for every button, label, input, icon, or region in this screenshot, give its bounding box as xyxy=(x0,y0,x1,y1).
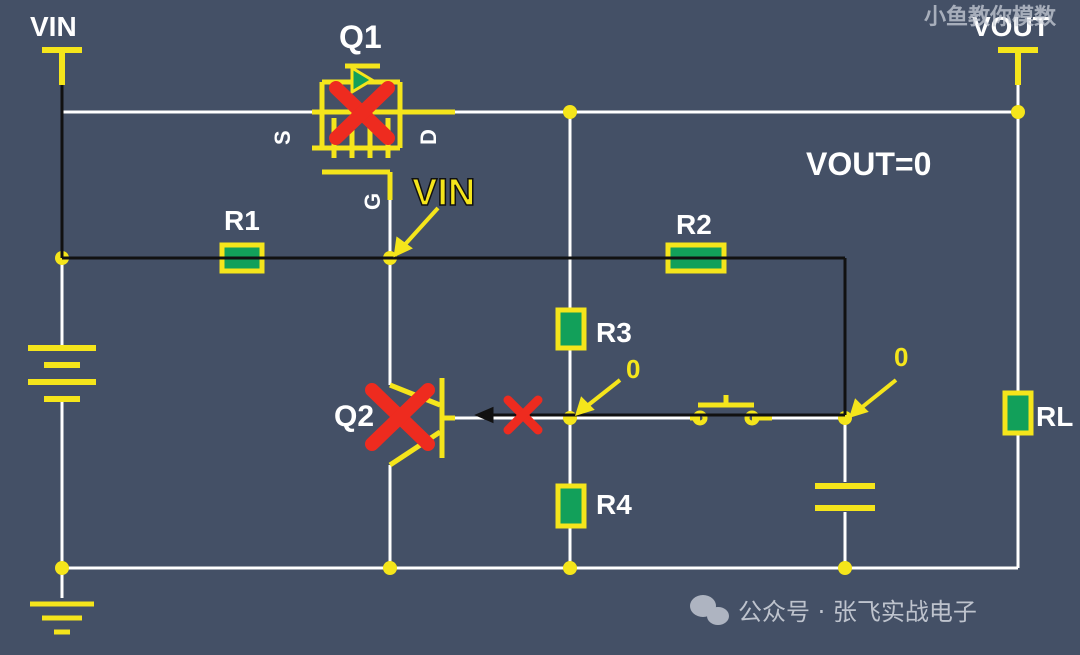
wechat-icon xyxy=(690,595,729,625)
watermark-bottom: 公众号 · 张飞实战电子 xyxy=(738,598,977,626)
r3-label: R3 xyxy=(596,317,632,348)
q2-label: Q2 xyxy=(334,400,374,433)
base-blocked-cross-icon xyxy=(503,395,543,435)
annotation-arrows xyxy=(393,206,898,419)
capacitor xyxy=(815,483,875,511)
junction-dots xyxy=(55,105,1025,575)
watermark-top: 小鱼教你模数 xyxy=(924,4,1057,30)
vout-state-label: VOUT=0 xyxy=(806,146,931,182)
rl-label: RL xyxy=(1036,401,1073,432)
push-switch xyxy=(690,395,772,426)
resistor-rl xyxy=(1002,390,1034,436)
vin-annotation: VIN xyxy=(412,172,475,214)
pin-d-label: D xyxy=(416,129,441,145)
q1-label: Q1 xyxy=(339,19,382,55)
ground-symbol xyxy=(30,601,94,635)
vout-label: VOUT xyxy=(972,11,1050,42)
resistor-r3 xyxy=(555,307,587,351)
vin-terminal xyxy=(42,47,82,85)
node-zero-right: 0 xyxy=(894,342,908,372)
r2-label: R2 xyxy=(676,209,712,240)
r4-label: R4 xyxy=(596,489,632,520)
vout-terminal xyxy=(998,47,1038,85)
r1-label: R1 xyxy=(224,205,260,236)
node-zero-mid: 0 xyxy=(626,354,640,384)
pin-s-label: S xyxy=(270,130,295,145)
pin-g-label: G xyxy=(360,193,385,210)
resistor-r4 xyxy=(555,483,587,529)
q2-disabled-cross-icon xyxy=(365,383,435,451)
battery xyxy=(28,345,96,402)
q1-disabled-cross-icon xyxy=(329,81,395,145)
current-path xyxy=(60,85,847,424)
vin-label: VIN xyxy=(30,11,77,42)
